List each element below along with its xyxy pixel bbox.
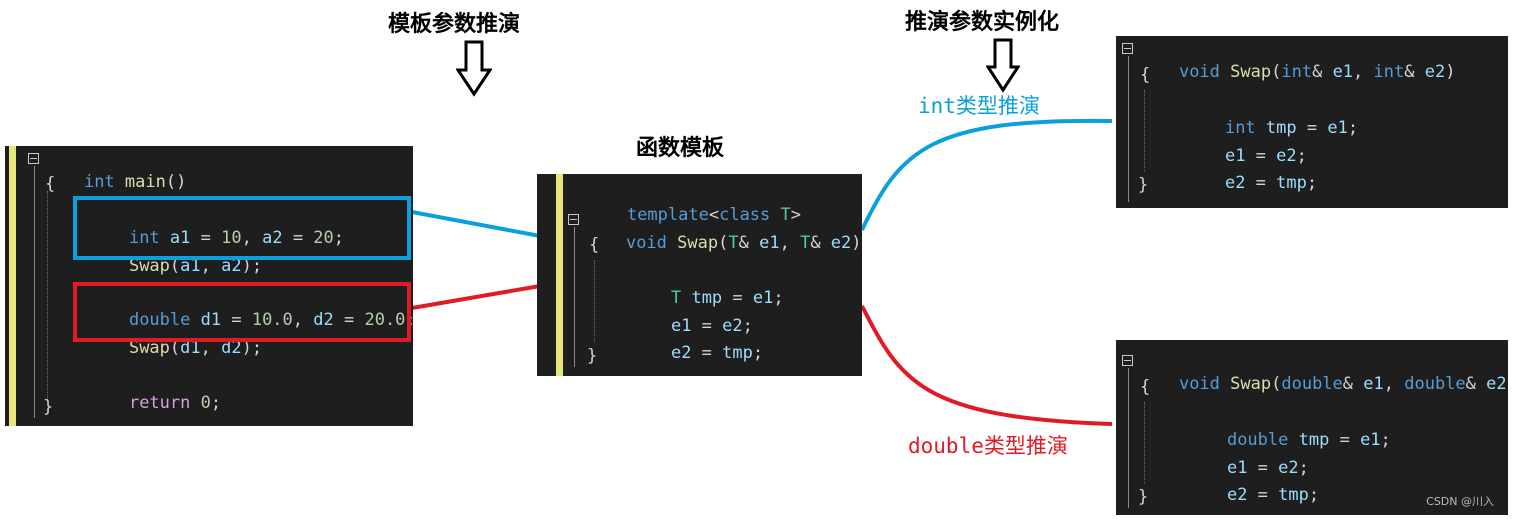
code-line: e1 = e2;: [670, 316, 753, 336]
label-int-deduction: int类型推演: [918, 94, 1040, 118]
collapse-icon[interactable]: [568, 214, 579, 225]
code-line: template<class T>: [626, 205, 802, 225]
highlight-box-double: [73, 282, 411, 342]
code-brace-close: }: [587, 346, 598, 366]
code-line: e2 = tmp;: [670, 343, 764, 363]
highlight-box-int: [73, 196, 411, 260]
code-line: Swap(d1, d2);: [128, 338, 263, 358]
code-line: e2 = tmp;: [1226, 485, 1320, 505]
code-brace-close: }: [1138, 175, 1149, 195]
code-panel-main: int main() { int a1 = 10, a2 = 20; Swap(…: [5, 146, 413, 426]
collapse-icon[interactable]: [28, 153, 39, 164]
red-connector-double: [860, 305, 1113, 426]
code-brace-open: {: [589, 235, 600, 255]
code-brace-open: {: [45, 174, 56, 194]
code-panel-swap-int: void Swap(int& e1, int& e2) { int tmp = …: [1116, 36, 1508, 208]
code-line: return 0;: [128, 393, 222, 413]
blue-connector-main: [411, 210, 541, 238]
heading-function-template: 函数模板: [636, 136, 725, 161]
red-connector-main: [411, 284, 541, 310]
watermark: CSDN @川入: [1426, 495, 1494, 508]
code-line: void Swap(T& e1, T& e2): [625, 233, 862, 253]
code-line: T tmp = e1;: [670, 288, 784, 308]
heading-template-deduction: 模板参数推演: [388, 12, 521, 37]
code-line: e1 = e2;: [1224, 146, 1307, 166]
code-line: double tmp = e1;: [1226, 430, 1391, 450]
down-arrow-icon: [986, 38, 1020, 93]
code-line: int a1 = 10, a2 = 20;: [128, 228, 345, 248]
code-line: void Swap(double& e1, double& e2): [1178, 374, 1508, 394]
code-panel-swap-double: void Swap(double& e1, double& e2) { doub…: [1116, 340, 1508, 515]
label-double-deduction: double类型推演: [908, 434, 1068, 458]
code-line: void Swap(int& e1, int& e2): [1178, 62, 1456, 82]
code-line: e1 = e2;: [1226, 458, 1309, 478]
code-panel-template: template<class T> void Swap(T& e1, T& e2…: [537, 174, 862, 376]
code-brace-open: {: [1140, 377, 1151, 397]
code-brace-close: }: [1138, 487, 1149, 507]
down-arrow-icon: [456, 40, 492, 97]
heading-instantiation: 推演参数实例化: [905, 10, 1060, 35]
collapse-icon[interactable]: [1122, 43, 1133, 54]
collapse-icon[interactable]: [1122, 355, 1133, 366]
blue-connector-int: [860, 118, 1113, 231]
code-line: Swap(a1, a2);: [128, 256, 263, 276]
code-brace-open: {: [1140, 65, 1151, 85]
code-line: int tmp = e1;: [1224, 118, 1359, 138]
code-brace-close: }: [43, 397, 54, 417]
code-line: e2 = tmp;: [1224, 173, 1318, 193]
code-line: int main(): [83, 172, 187, 192]
